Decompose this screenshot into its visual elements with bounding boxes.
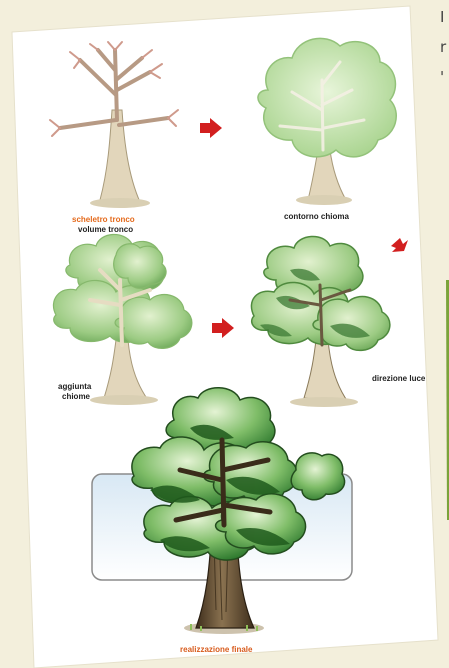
label-scheletro-tronco: scheletro tronco [72,215,135,224]
edge-text-2: r [440,40,449,55]
label-chiome: chiome [62,392,90,401]
label-direzione-luce: direzione luce [372,374,425,383]
edge-text-1: I [440,10,449,25]
label-realizzazione-finale: realizzazione finale [180,645,252,654]
label-contorno-chioma: contorno chioma [284,212,349,221]
label-volume-tronco: volume tronco [78,225,133,234]
label-aggiunta: aggiunta [58,382,91,391]
edge-text-3: ' [440,70,449,85]
